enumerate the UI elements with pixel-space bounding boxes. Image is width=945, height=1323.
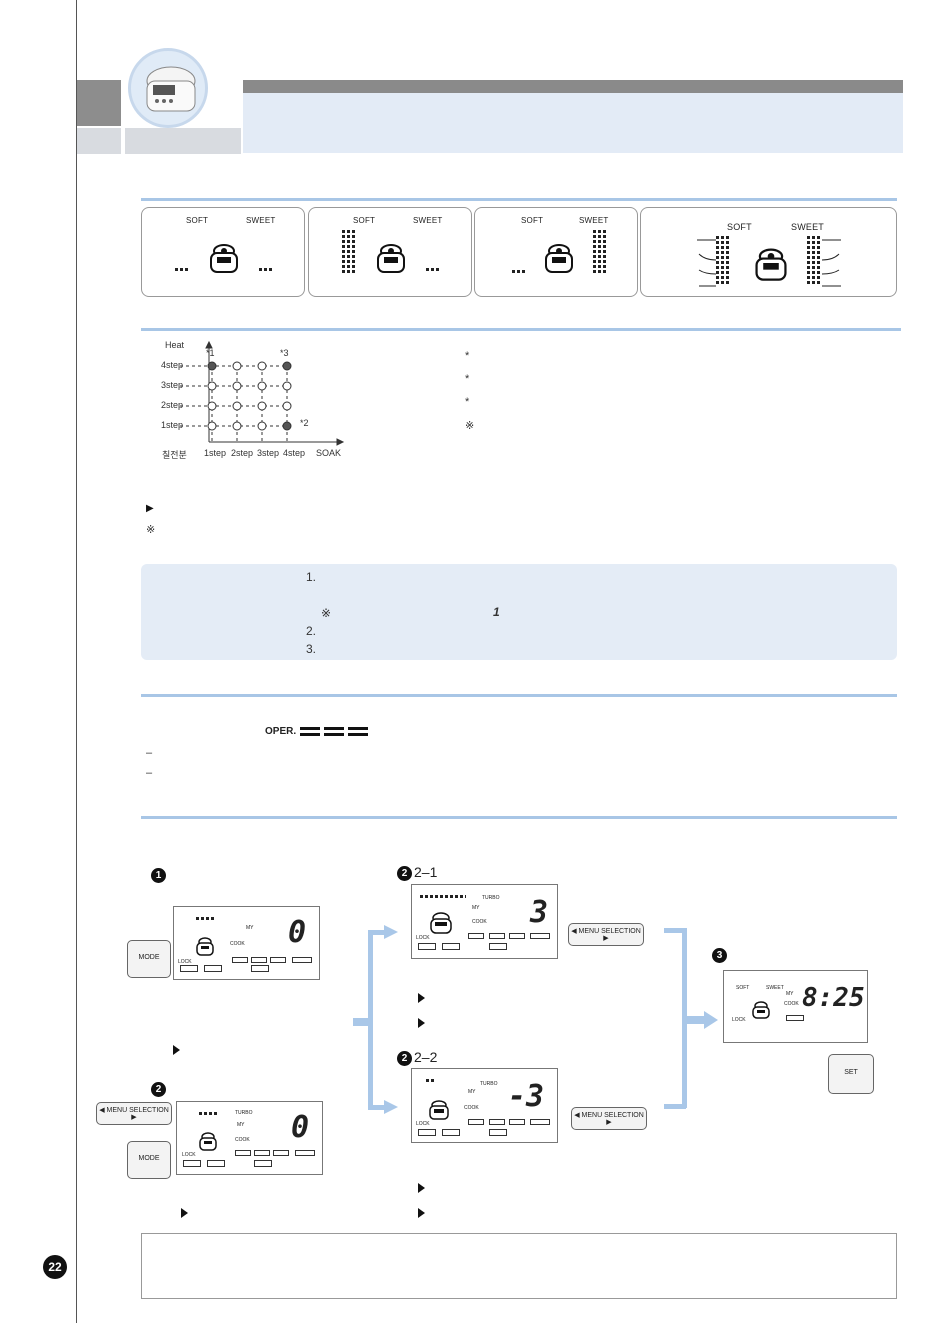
oper-dash: – [146, 767, 153, 779]
step-2-1-badge: 2 [397, 866, 412, 881]
graph-note-mark: * [465, 396, 470, 408]
step-2-1-label: 2–1 [414, 864, 438, 880]
graph-mark: *2 [300, 418, 309, 428]
rice-cooker-icon [377, 244, 405, 273]
info-ref: ※ [321, 606, 332, 620]
graph-note-mark: * [465, 373, 470, 385]
taste-box-levels: SOFT SWEET [640, 207, 897, 297]
rice-cooker-icon [430, 912, 452, 934]
graph-mark: *1 [206, 348, 215, 358]
step-2-badge: 2 [151, 1082, 166, 1097]
heat-soak-graph: Heat 4step 3step 2step 1step *1 *3 *2 칠전… [150, 338, 350, 468]
lcd-digit: 3 [530, 895, 549, 930]
bullet-ref: ※ [146, 524, 156, 536]
step-2-2-badge: 2 [397, 1051, 412, 1066]
graph-x-tick: 1step [204, 448, 227, 458]
graph-y-tick: 4step [161, 360, 184, 370]
rice-cooker-icon [196, 937, 214, 956]
cooker-thumbnail [128, 48, 208, 128]
header-title-band [243, 93, 903, 153]
lcd-digit: -3 [508, 1079, 545, 1114]
graph-note-mark: ※ [465, 420, 475, 432]
section-rule [141, 198, 897, 201]
taste-box-soft: SOFT SWEET [308, 207, 472, 297]
mode-button[interactable]: MODE [127, 1141, 171, 1179]
sweet-label: SWEET [791, 222, 825, 232]
graph-y-tick: 3step [161, 380, 184, 390]
taste-box-sweet: SOFT SWEET [474, 207, 638, 297]
lcd-digit: 0 [288, 915, 307, 950]
info-num-2: 2. [306, 624, 317, 638]
soft-label: SOFT [727, 222, 752, 232]
graph-note-mark: * [465, 350, 470, 362]
lcd-step-2: TURBO MY COOK LOCK 0 [176, 1101, 323, 1175]
menu-selection-button[interactable]: ◀ MENU SELECTION ▶ [571, 1107, 647, 1130]
rice-cooker-icon [755, 248, 787, 281]
rice-cooker-icon [752, 1001, 770, 1019]
soft-label: SOFT [186, 216, 209, 225]
rice-cooker-icon [146, 66, 196, 112]
soft-label: SOFT [353, 216, 376, 225]
rice-cooker-icon [210, 244, 238, 273]
header-tab [77, 128, 241, 154]
rice-cooker-icon [429, 1100, 449, 1120]
graph-y-title: Heat [165, 340, 185, 350]
mode-button[interactable]: MODE [127, 940, 171, 978]
graph-y-tick: 2step [161, 400, 184, 410]
sweet-label: SWEET [413, 216, 443, 225]
taste-box-default: SOFT SWEET [141, 207, 305, 297]
graph-axes [180, 340, 345, 446]
step-1-badge: 1 [151, 868, 166, 883]
bullet-arrow: ▶ [146, 503, 154, 514]
bullet-arrow-icon [173, 1045, 180, 1055]
oper-dash: – [146, 747, 153, 759]
lcd-step-2-1: TURBO MY COOK LOCK 3 [411, 884, 558, 959]
section-rule [141, 694, 897, 697]
sweet-label: SWEET [246, 216, 276, 225]
soft-label: SOFT [521, 216, 544, 225]
note-box [141, 1233, 897, 1299]
info-num-3: 3. [306, 642, 317, 656]
graph-x-tick: 3step [257, 448, 280, 458]
lcd-step-2-2: TURBO MY COOK LOCK -3 [411, 1068, 558, 1143]
bullet-arrow-icon [418, 1183, 425, 1193]
rice-cooker-icon [545, 244, 573, 273]
bullet-arrow-icon [418, 1208, 425, 1218]
info-box: 1. ※ 1 2. 3. [141, 564, 897, 660]
rice-cooker-icon [199, 1132, 217, 1151]
page-number: 22 [43, 1255, 67, 1279]
info-num-1: 1. [306, 570, 317, 584]
graph-y-tick: 1step [161, 420, 184, 430]
lcd-step-1: MY COOK LOCK 0 [173, 906, 320, 980]
header-bar [243, 80, 903, 93]
menu-selection-button[interactable]: ◀ MENU SELECTION ▶ [568, 923, 644, 946]
graph-x-tick: SOAK [316, 448, 342, 458]
menu-selection-button[interactable]: ◀ MENU SELECTION ▶ [96, 1102, 172, 1125]
graph-x-tick: 2step [231, 448, 254, 458]
step-3-badge: 3 [712, 948, 727, 963]
section-rule [141, 816, 897, 819]
oper-label: OPER. [265, 726, 297, 737]
set-button[interactable]: SET [828, 1054, 874, 1094]
bullet-arrow-icon [418, 1018, 425, 1028]
oper-bars [300, 727, 368, 736]
step-2-2-label: 2–2 [414, 1049, 438, 1065]
graph-x-tick: 4step [283, 448, 306, 458]
bullet-arrow-icon [181, 1208, 188, 1218]
header-dark-block [77, 80, 121, 126]
lcd-digit: 0 [291, 1110, 310, 1145]
sweet-label: SWEET [579, 216, 609, 225]
graph-x-tick: 칠전분 [162, 450, 187, 460]
section-rule [141, 328, 901, 331]
info-seg-digit: 1 [493, 605, 500, 619]
bullet-arrow-icon [418, 993, 425, 1003]
lcd-time: 8:25 [802, 983, 865, 1013]
left-margin-line [76, 0, 77, 1323]
lcd-step-3: SOFT SWEET MY COOK LOCK 8:25 [723, 970, 868, 1043]
graph-mark: *3 [280, 348, 289, 358]
